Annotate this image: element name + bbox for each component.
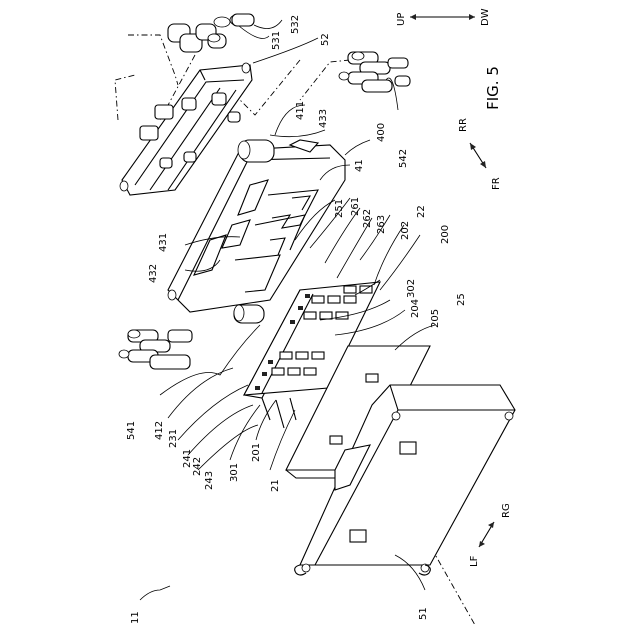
label-261: 261	[350, 197, 361, 216]
label-433: 433	[318, 109, 329, 128]
label-200: 200	[440, 225, 451, 244]
label-302: 302	[406, 279, 417, 298]
label-205: 205	[430, 309, 441, 328]
label-41: 41	[354, 159, 365, 172]
label-263: 263	[376, 215, 387, 234]
figure-title: FIG. 5	[484, 66, 502, 110]
label-243: 243	[204, 471, 215, 490]
label-541: 541	[126, 421, 137, 440]
connector-542	[339, 52, 410, 92]
label-532: 532	[290, 15, 301, 34]
label-242: 242	[192, 457, 203, 476]
label-201: 201	[251, 443, 262, 462]
direction-rg: RG	[501, 503, 512, 518]
up-dw-axis: UP DW	[396, 8, 491, 26]
label-202: 202	[400, 221, 411, 240]
label-542: 542	[398, 149, 409, 168]
label-412: 412	[154, 421, 165, 440]
label-432: 432	[148, 264, 159, 283]
label-411: 411	[295, 101, 306, 120]
rr-fr-axis: RR FR	[458, 118, 502, 190]
label-231: 231	[168, 429, 179, 448]
direction-up: UP	[396, 13, 407, 26]
label-262: 262	[362, 209, 373, 228]
label-11: 11	[130, 611, 141, 624]
direction-rr: RR	[458, 118, 469, 132]
label-21: 21	[270, 479, 281, 492]
connector-541	[119, 330, 192, 369]
connector-531	[168, 14, 254, 52]
label-51: 51	[418, 607, 429, 620]
label-400: 400	[376, 123, 387, 142]
direction-dw: DW	[480, 8, 491, 26]
label-22: 22	[416, 205, 427, 218]
label-204: 204	[410, 299, 421, 318]
label-25: 25	[456, 293, 467, 306]
label-52: 52	[320, 33, 331, 46]
direction-fr: FR	[491, 177, 502, 190]
label-531: 531	[271, 31, 282, 50]
label-301: 301	[229, 463, 240, 482]
label-431: 431	[158, 233, 169, 252]
label-251: 251	[334, 199, 345, 218]
direction-lf: LF	[469, 555, 480, 567]
rg-lf-axis: RG LF	[469, 503, 512, 567]
